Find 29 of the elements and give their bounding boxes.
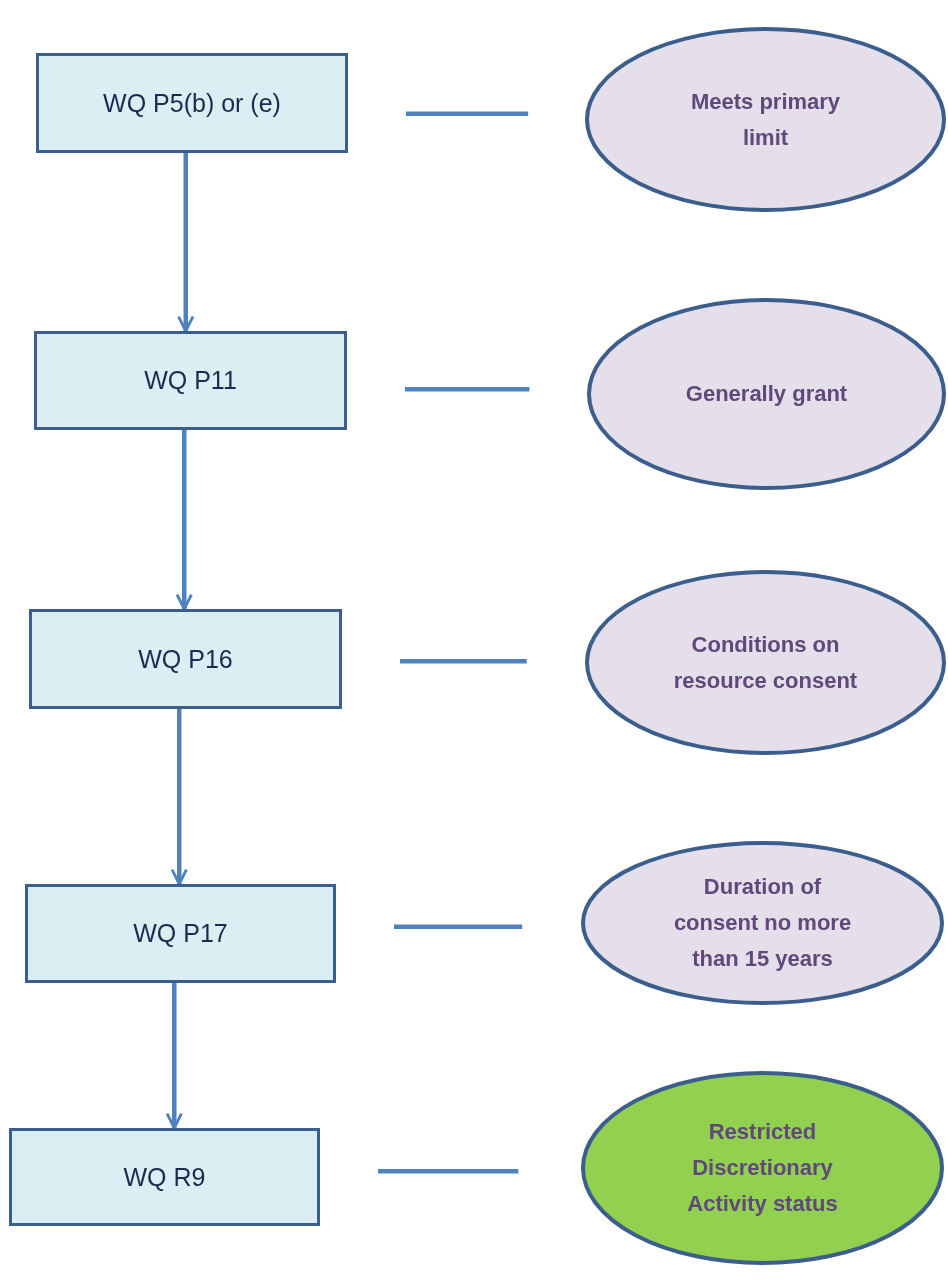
outcome-ellipse [581,841,944,1005]
process-box [9,1128,320,1226]
connector-line [406,111,529,116]
arrow [177,153,195,333]
arrow [165,983,183,1130]
ellipse-label: Conditions on resource consent [672,630,859,695]
connector-line [394,924,523,929]
outcome-ellipse [587,298,946,490]
box-label: WQ P5(b) or (e) [103,88,281,118]
ellipse-label: Duration of consent no more than 15 years [672,873,853,973]
process-box [25,884,336,983]
arrow [175,430,193,611]
box-label: WQ R9 [123,1162,206,1192]
connector-line [405,387,530,392]
ellipse-label: Generally grant [685,380,848,408]
box-label: WQ P17 [133,919,228,948]
box-label: WQ P11 [144,366,237,395]
box-label: WQ P16 [138,644,233,674]
outcome-ellipse [585,570,946,755]
connector-line [378,1168,519,1174]
process-box [36,53,348,153]
outcome-ellipse [585,27,946,212]
ellipse-label: Restricted Discretionary Activity status [686,1118,839,1218]
process-box [34,331,347,430]
arrow [170,709,188,886]
status-ellipse [581,1071,944,1265]
ellipse-label: Meets primary limit [689,87,842,152]
process-box [29,609,342,709]
connector-line [400,659,527,664]
